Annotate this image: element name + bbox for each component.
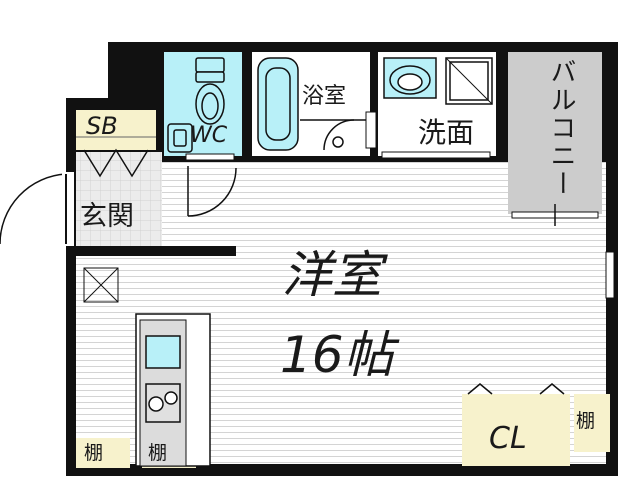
partition-wall xyxy=(76,246,236,256)
wash-basin-icon xyxy=(383,57,437,99)
bath-door xyxy=(365,111,377,149)
closet xyxy=(462,394,570,466)
entrance-door-gap xyxy=(62,172,74,246)
shelf-left-1-label: 棚 xyxy=(84,442,104,464)
wash-rail xyxy=(381,151,491,159)
entrance-floor xyxy=(76,152,162,246)
room-window xyxy=(605,251,615,299)
toilet-icon xyxy=(195,57,225,125)
shelf-right-label: 棚 xyxy=(576,410,596,432)
kitchen-sink-icon xyxy=(145,335,181,369)
washroom-label: 洗面 xyxy=(418,116,475,149)
main-room-size-label: 16帖 xyxy=(280,326,394,384)
bathroom-label: 浴室 xyxy=(302,84,347,109)
main-room-label: 洋室 xyxy=(282,246,382,304)
entrance-label: 玄関 xyxy=(80,201,134,232)
wc-label: WC xyxy=(190,123,228,148)
wc-door-swing xyxy=(187,166,237,217)
closet-doors xyxy=(467,383,565,395)
ventilation-icon xyxy=(83,267,119,303)
entrance-shoe-rack xyxy=(83,148,149,178)
shoe-box xyxy=(76,110,156,150)
shelf-left-2-label: 棚 xyxy=(148,442,168,464)
balcony xyxy=(508,52,602,214)
entrance-door-swing xyxy=(0,173,67,244)
shelf-left-1 xyxy=(76,438,130,468)
closet-label: CL xyxy=(489,421,527,456)
shelf-right xyxy=(574,394,610,452)
hand-sink-icon xyxy=(167,123,193,153)
kitchen-counter xyxy=(135,313,211,467)
bathtub-icon xyxy=(257,57,368,151)
balcony-label: バルコニー xyxy=(546,58,576,198)
shoe-box-label: SB xyxy=(86,112,118,140)
washing-machine-icon xyxy=(445,57,493,105)
wc-door xyxy=(185,153,235,161)
